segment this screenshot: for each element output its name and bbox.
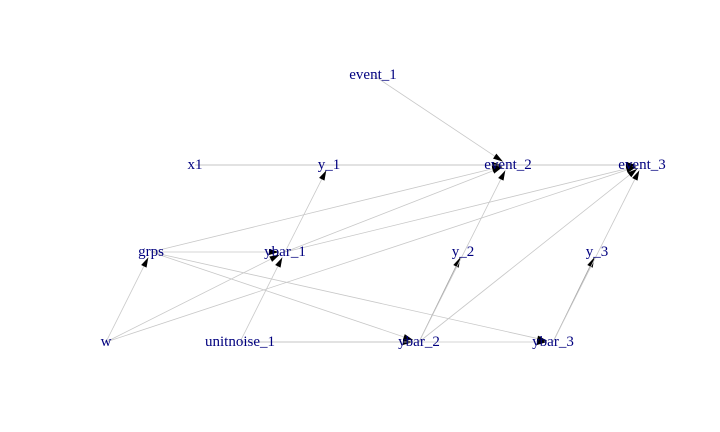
edge-w-to-grps — [105, 257, 149, 343]
edge-w-to-event_3 — [105, 166, 637, 343]
arrowhead-ybar_1-to-y_1 — [319, 170, 327, 181]
edge-event_1-to-event_2 — [372, 74, 504, 163]
node-event-1: event_1 — [349, 67, 396, 83]
arrowhead-w-to-event_3 — [625, 166, 637, 173]
node-y-1: y_1 — [318, 157, 341, 173]
node-ybar-1: ybar_1 — [264, 244, 306, 260]
node-w: w — [101, 334, 112, 350]
arrowhead-grps-to-event_2 — [491, 165, 503, 172]
graph-edges — [105, 74, 640, 345]
arrowhead-ybar_3-to-event_3 — [632, 170, 640, 181]
arrowhead-ybar_2-to-y_2 — [453, 257, 461, 268]
node-grps: grps — [138, 244, 164, 260]
arrowhead-grps-to-ybar_2 — [402, 334, 414, 341]
edge-unitnoise_1-to-ybar_1 — [239, 257, 283, 343]
node-x1: x1 — [188, 157, 203, 173]
node-ybar-3: ybar_3 — [532, 334, 574, 350]
edge-grps-to-ybar_2 — [150, 251, 414, 341]
node-y-3: y_3 — [586, 244, 609, 260]
edge-grps-to-event_2 — [150, 166, 503, 253]
node-unitnoise-1: unitnoise_1 — [205, 334, 275, 350]
arrowhead-event_1-to-event_2 — [493, 153, 504, 162]
arrowhead-ybar_3-to-y_3 — [587, 257, 595, 268]
edge-ybar_1-to-event_2 — [284, 166, 503, 253]
arrowhead-unitnoise_1-to-ybar_3 — [537, 339, 547, 345]
node-event-2: event_2 — [484, 157, 531, 173]
edge-ybar_1-to-y_1 — [284, 170, 327, 253]
edge-ybar_3-to-event_3 — [552, 170, 640, 343]
arrowhead-grps-to-ybar_1 — [269, 249, 279, 255]
arrowhead-w-to-grps — [141, 257, 149, 268]
arrowhead-ybar_2-to-event_3 — [627, 168, 638, 178]
edge-w-to-ybar_1 — [105, 254, 280, 343]
arrowhead-ybar_2-to-event_2 — [498, 170, 506, 181]
node-event-3: event_3 — [618, 157, 665, 173]
edge-ybar_2-to-event_2 — [418, 170, 506, 343]
edge-ybar_1-to-event_3 — [284, 166, 637, 253]
node-y-2: y_2 — [452, 244, 475, 260]
edge-ybar_2-to-event_3 — [418, 168, 638, 343]
edge-grps-to-ybar_3 — [150, 251, 548, 342]
arrowhead-unitnoise_1-to-ybar_1 — [275, 257, 283, 268]
arrowhead-w-to-ybar_1 — [269, 254, 280, 262]
node-ybar-2: ybar_2 — [398, 334, 440, 350]
